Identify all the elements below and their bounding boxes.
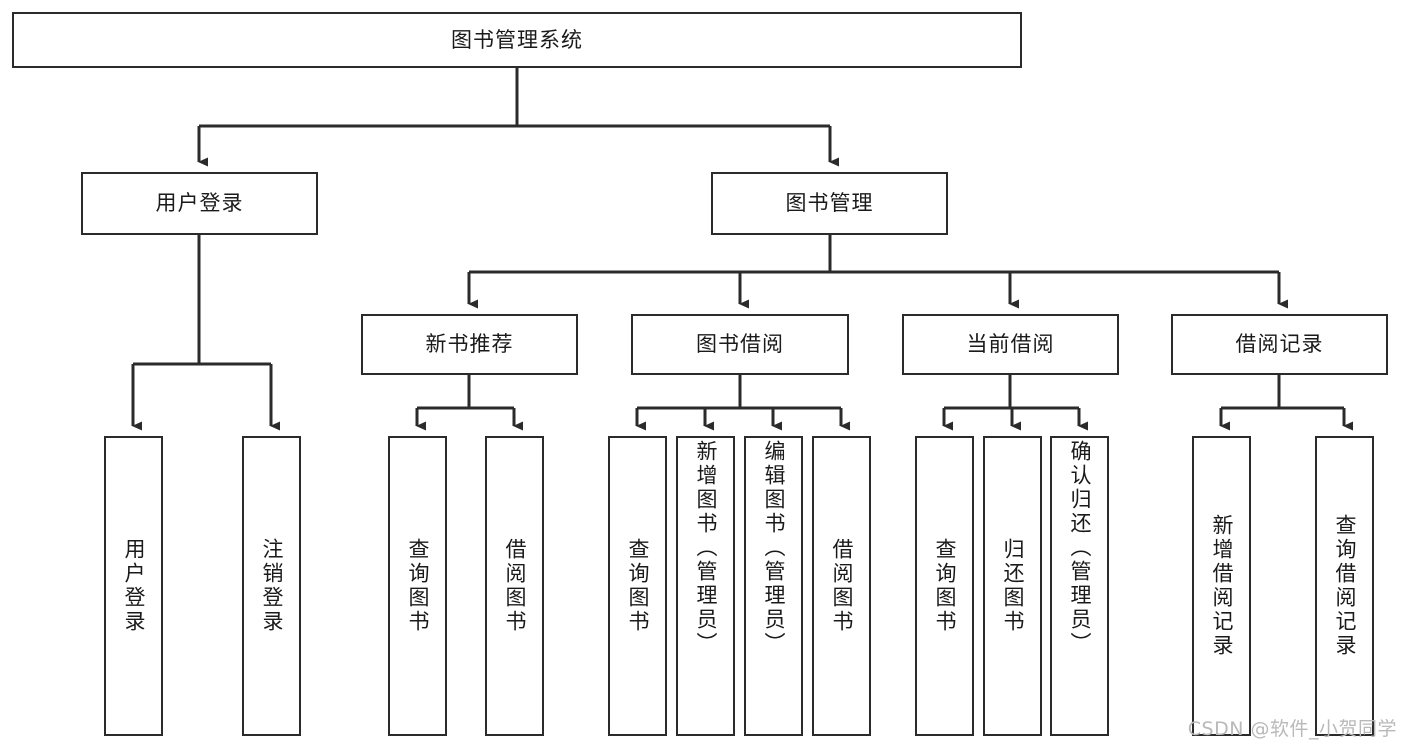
node-leaf-1-label: 注销登录 xyxy=(259,538,284,634)
node-level2-2[interactable]: 当前借阅 xyxy=(902,314,1119,375)
node-level1-1-label: 图书管理 xyxy=(785,191,874,216)
connector-lines xyxy=(131,68,1353,431)
node-leaf-0[interactable]: 用户登录 xyxy=(104,436,163,736)
node-leaf-3[interactable]: 借阅图书 xyxy=(485,436,544,736)
node-leaf-9[interactable]: 归还图书 xyxy=(983,436,1042,736)
node-level1-0-label: 用户登录 xyxy=(155,191,244,216)
node-leaf-0-label: 用户登录 xyxy=(121,538,146,634)
node-level1-1[interactable]: 图书管理 xyxy=(711,172,948,235)
node-leaf-9-label: 归还图书 xyxy=(1000,538,1025,634)
node-leaf-11-label: 新增借阅记录 xyxy=(1209,514,1234,658)
node-level2-0-label: 新书推荐 xyxy=(425,332,514,357)
node-leaf-4[interactable]: 查询图书 xyxy=(608,436,667,736)
node-leaf-11[interactable]: 新增借阅记录 xyxy=(1192,436,1251,736)
node-leaf-5[interactable]: 新增图书（管理员） xyxy=(676,436,735,736)
node-level2-0[interactable]: 新书推荐 xyxy=(361,314,578,375)
node-leaf-8[interactable]: 查询图书 xyxy=(915,436,974,736)
watermark-label: CSDN @软件_小贺同学 xyxy=(1187,718,1397,740)
node-leaf-2-label: 查询图书 xyxy=(405,538,430,634)
node-leaf-8-label: 查询图书 xyxy=(932,538,957,634)
node-root-label: 图书管理系统 xyxy=(451,27,583,52)
node-leaf-7[interactable]: 借阅图书 xyxy=(812,436,871,736)
node-leaf-6-label: 编辑图书（管理员） xyxy=(761,440,786,656)
node-root[interactable]: 图书管理系统 xyxy=(12,12,1022,68)
node-leaf-2[interactable]: 查询图书 xyxy=(388,436,447,736)
node-level1-0[interactable]: 用户登录 xyxy=(81,172,318,235)
node-leaf-12[interactable]: 查询借阅记录 xyxy=(1315,436,1374,736)
node-level2-2-label: 当前借阅 xyxy=(966,332,1055,357)
node-leaf-6[interactable]: 编辑图书（管理员） xyxy=(744,436,803,736)
node-leaf-5-label: 新增图书（管理员） xyxy=(693,440,718,656)
node-level2-3-label: 借阅记录 xyxy=(1235,332,1324,357)
node-level2-1[interactable]: 图书借阅 xyxy=(631,314,849,375)
node-leaf-4-label: 查询图书 xyxy=(625,538,650,634)
node-level2-1-label: 图书借阅 xyxy=(696,332,784,357)
node-leaf-10-label: 确认归还（管理员） xyxy=(1067,440,1092,656)
node-leaf-1[interactable]: 注销登录 xyxy=(242,436,301,736)
node-leaf-10[interactable]: 确认归还（管理员） xyxy=(1050,436,1109,736)
node-leaf-12-label: 查询借阅记录 xyxy=(1332,514,1357,658)
node-leaf-7-label: 借阅图书 xyxy=(829,538,854,634)
node-level2-3[interactable]: 借阅记录 xyxy=(1171,314,1388,375)
node-leaf-3-label: 借阅图书 xyxy=(502,538,527,634)
